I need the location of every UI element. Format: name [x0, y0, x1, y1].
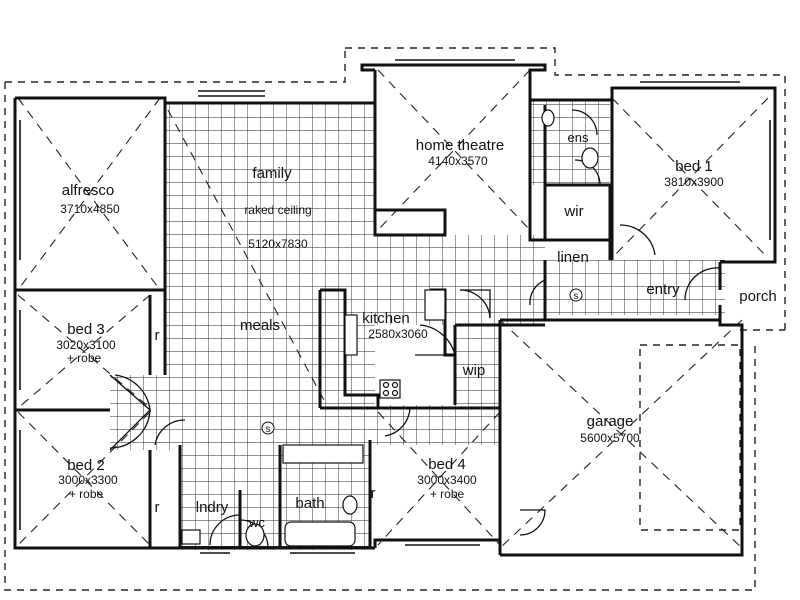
- meals-label: meals: [240, 317, 280, 334]
- robe-marker-bed3: r: [155, 327, 160, 344]
- family-label: family: [252, 165, 292, 182]
- markers: r r r s s: [155, 288, 583, 516]
- porch-label: porch: [739, 288, 777, 305]
- toilet-ens: [581, 147, 599, 169]
- bath-label: bath: [295, 495, 324, 512]
- robe-marker-bed4: r: [371, 485, 376, 502]
- roofline-dashed: [4, 47, 786, 591]
- windows: [19, 59, 771, 554]
- sink: [344, 314, 358, 356]
- garage-slab-outline: [639, 344, 741, 531]
- kitchen-size: 2580x3060: [368, 327, 428, 341]
- linen-label: linen: [557, 249, 589, 266]
- bed2-robe: + robe: [69, 487, 104, 501]
- walls: [13, 63, 777, 557]
- bed3-label: bed 3: [67, 321, 105, 338]
- basin: [342, 495, 358, 515]
- bed3-size: 3020x3100: [56, 338, 116, 352]
- smoke-marker-entry: s: [574, 291, 579, 302]
- ens-label: ens: [568, 130, 589, 145]
- wir-label: wir: [563, 203, 583, 220]
- bed4-size: 3000x3400: [417, 473, 477, 487]
- lndry-label: lndry: [196, 499, 229, 516]
- doors: [109, 109, 721, 549]
- fixtures: [181, 109, 599, 547]
- tiled-floor-areas: [110, 100, 725, 550]
- smoke-detector-icon: [569, 288, 583, 302]
- room-labels: alfresco 3710x4850 family raked ceiling …: [56, 130, 776, 530]
- bed2-size: 3000x3300: [58, 473, 118, 487]
- vanity: [282, 444, 364, 464]
- family-size: 5120x7830: [248, 237, 308, 251]
- bed4-label: bed 4: [428, 456, 466, 473]
- fridge: [424, 289, 446, 321]
- family-note: raked ceiling: [244, 203, 311, 217]
- garage-label: garage: [587, 413, 634, 430]
- toilet-wc: [245, 523, 265, 547]
- bathtub: [284, 521, 356, 547]
- wip-label: wip: [462, 362, 486, 379]
- bed4-robe: + robe: [430, 487, 465, 501]
- alfresco-size: 3710x4850: [60, 202, 120, 216]
- home-theatre-size: 4140x3570: [428, 154, 488, 168]
- garage-size: 5600x5700: [580, 431, 640, 445]
- alfresco-label: alfresco: [62, 182, 115, 199]
- entry-label: entry: [646, 281, 680, 298]
- bed2-label: bed 2: [67, 457, 105, 474]
- room-diagonals: [17, 69, 769, 549]
- bed1-label: bed 1: [675, 158, 713, 175]
- wc-label: wc: [248, 515, 265, 530]
- bed3-robe: + robe: [67, 351, 102, 365]
- basin-ens: [541, 109, 555, 127]
- smoke-detector-icon: [261, 421, 275, 435]
- home-theatre-label: home theatre: [416, 137, 504, 154]
- laundry-tub: [181, 529, 201, 545]
- smoke-marker-hall: s: [266, 424, 271, 435]
- robe-marker-bed2: r: [155, 499, 160, 516]
- kitchen-label: kitchen: [362, 310, 410, 327]
- bed1-size: 3810x3900: [664, 175, 724, 189]
